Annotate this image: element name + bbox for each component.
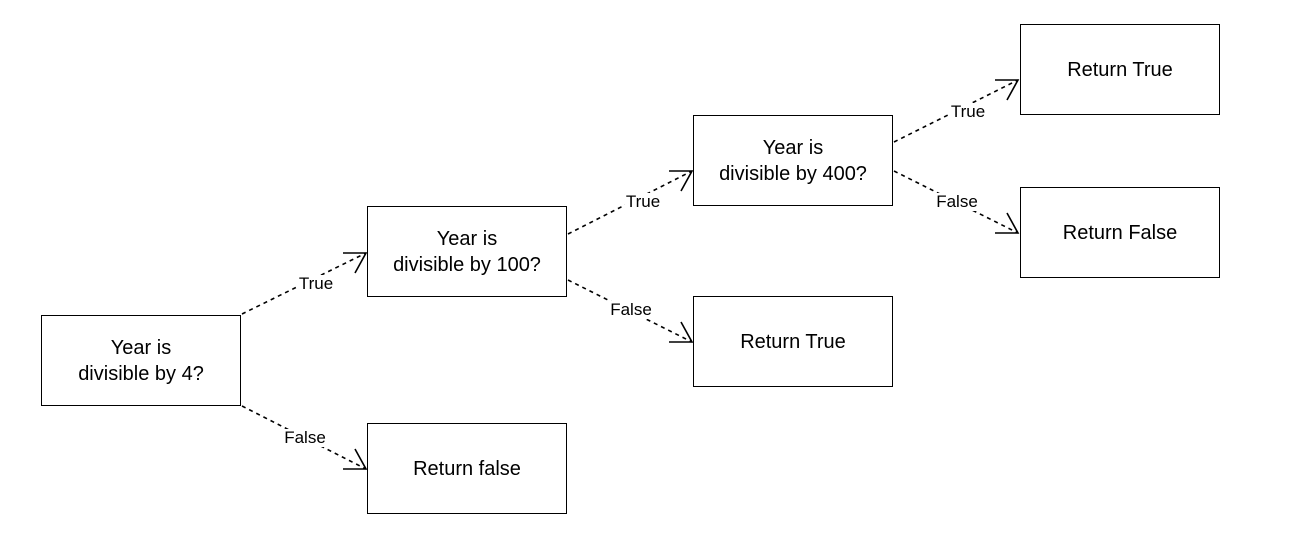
node-return-false-right-text: Return False: [1062, 221, 1178, 244]
node-divisible-by-100-text: Year is divisible by 100?: [393, 227, 541, 276]
edge-div4-false-label: False: [283, 428, 327, 447]
edge-div4-true-label: True: [297, 274, 335, 293]
node-return-false-lower-text: Return false: [413, 457, 521, 480]
node-return-false-right: Return False: [1020, 187, 1220, 278]
node-return-false-lower: Return false: [367, 423, 567, 514]
edge-div400-true-label: True: [949, 102, 987, 121]
edge-div100-false-label: False: [609, 300, 653, 319]
node-divisible-by-400-text: Year is divisible by 400?: [719, 136, 867, 185]
edge-div400-true-arrowhead: [995, 79, 1020, 101]
node-divisible-by-4: Year is divisible by 4?: [41, 315, 241, 406]
edge-div400-false-label: False: [935, 192, 979, 211]
edge-div4-true-arrowhead: [343, 252, 368, 274]
edge-div100-false-arrowhead: [669, 321, 694, 343]
edge-div100-true-arrowhead: [669, 170, 694, 192]
node-return-true-middle-text: Return True: [740, 330, 846, 353]
edge-div100-false-line: [567, 279, 693, 343]
edge-div4-false-line: [241, 405, 367, 470]
node-divisible-by-100: Year is divisible by 100?: [367, 206, 567, 297]
node-return-true-top: Return True: [1020, 24, 1220, 115]
edge-div400-true-line: [893, 79, 1019, 143]
node-return-true-top-text: Return True: [1067, 58, 1173, 81]
node-divisible-by-400: Year is divisible by 400?: [693, 115, 893, 206]
edge-div400-false-arrowhead: [995, 212, 1020, 234]
edge-div400-false-line: [893, 170, 1019, 234]
node-divisible-by-4-text: Year is divisible by 4?: [78, 336, 204, 385]
edge-div100-true-line: [567, 170, 693, 235]
node-return-true-middle: Return True: [693, 296, 893, 387]
edge-div4-false-arrowhead: [343, 448, 368, 470]
edge-div100-true-label: True: [624, 192, 662, 211]
edge-div4-true-line: [241, 252, 367, 315]
